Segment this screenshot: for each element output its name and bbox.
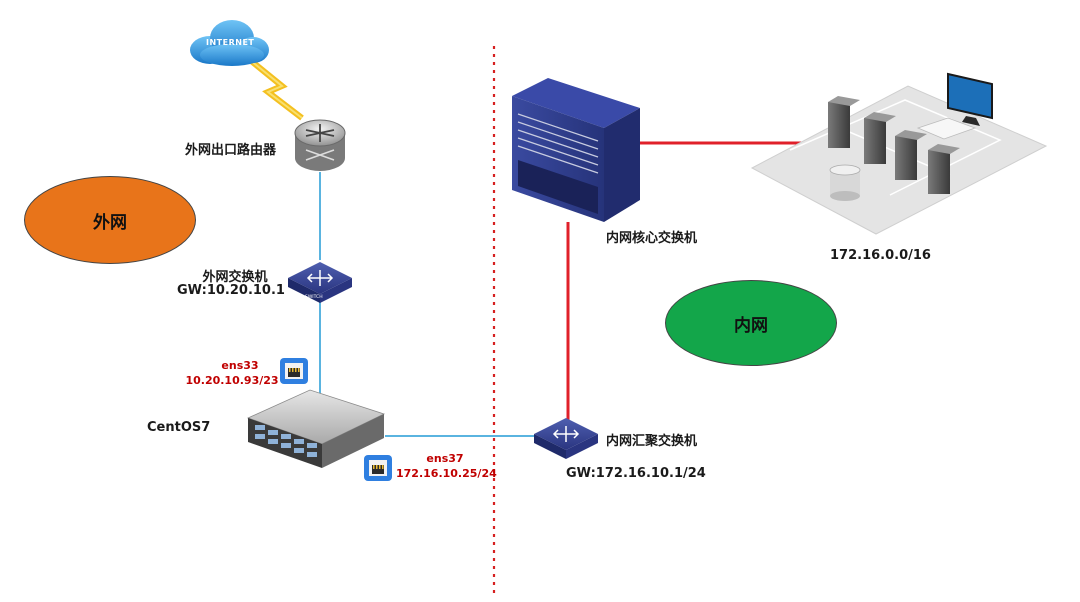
server-label: CentOS7 <box>147 420 211 435</box>
ens33-name: ens33 <box>221 359 259 372</box>
external-switch-icon: SWITCH <box>288 262 352 303</box>
external-switch-name: 外网交换机 <box>202 270 268 285</box>
internal-zone-label: 内网 <box>734 315 768 336</box>
svg-text:SWITCH: SWITCH <box>305 294 323 300</box>
internal-datacenter-icon <box>750 72 1048 235</box>
ens37-name: ens37 <box>426 452 464 465</box>
internal-subnet-label: 172.16.0.0/16 <box>830 248 931 263</box>
core-switch-icon <box>512 78 640 222</box>
ens33-ip: 10.20.10.93/23 <box>185 374 279 387</box>
internet-cloud-icon <box>190 20 269 66</box>
router-label: 外网出口路由器 <box>185 143 277 158</box>
internet-label: INTERNET <box>206 38 255 47</box>
external-zone-ellipse: 外网 <box>24 176 196 264</box>
aggregation-switch-gateway: GW:172.16.10.1/24 <box>566 466 706 481</box>
core-switch-label: 内网核心交换机 <box>606 231 698 246</box>
external-zone-label: 外网 <box>93 212 127 233</box>
ens33-port-icon <box>280 358 308 384</box>
internal-zone-ellipse: 内网 <box>665 280 837 366</box>
aggregation-switch-name: 内网汇聚交换机 <box>606 434 698 449</box>
aggregation-switch-icon <box>534 418 598 459</box>
external-switch-gateway: GW:10.20.10.1 <box>177 283 285 298</box>
ens37-port-icon <box>364 455 392 481</box>
router-icon <box>294 119 346 171</box>
ens37-ip: 172.16.10.25/24 <box>396 467 497 480</box>
centos-server-icon <box>246 389 386 468</box>
